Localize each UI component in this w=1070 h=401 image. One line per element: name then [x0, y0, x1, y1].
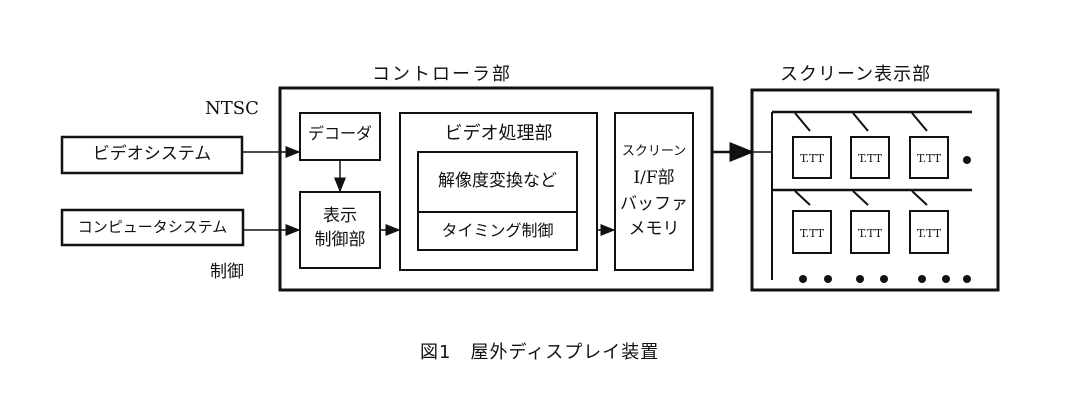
continuation-dots — [799, 156, 971, 283]
figure-caption: 図1 屋外ディスプレイ装置 — [420, 342, 660, 363]
screen-if-label-3: バッファ — [620, 194, 688, 214]
screen-if-box — [614, 112, 694, 271]
resolution-conversion-label: 解像度変換など — [438, 171, 557, 191]
video-system-label: ビデオシステム — [92, 144, 212, 164]
screen-if-label-4: メモリ — [628, 219, 680, 239]
ntsc-label: NTSC — [205, 98, 259, 119]
display-control-label-1: 表示 — [323, 206, 357, 226]
module-label: T.TT — [799, 152, 825, 165]
controller-title: コントローラ部 — [372, 64, 512, 85]
video-system-box — [60, 135, 244, 175]
timing-control-label: タイミング制御 — [441, 221, 554, 240]
video-processing-title: ビデオ処理部 — [444, 123, 553, 144]
decoder-label: デコーダ — [307, 124, 372, 143]
computer-system-label: コンピュータシステム — [77, 218, 228, 236]
module-label: T.TT — [916, 152, 942, 165]
module-label: T.TT — [799, 227, 825, 240]
video-processing-inner-box — [417, 151, 578, 251]
screen-if-label-1: スクリーン — [621, 144, 687, 159]
control-label: 制御 — [210, 262, 244, 282]
module-label: T.TT — [916, 227, 942, 240]
controller-box — [278, 86, 714, 292]
display-control-label-2: 制御部 — [314, 230, 366, 250]
screen-display-box — [750, 88, 1000, 292]
video-processing-box — [399, 112, 598, 271]
module-label: T.TT — [857, 152, 883, 165]
computer-system-box — [60, 208, 245, 247]
module-label: T.TT — [857, 227, 883, 240]
screen-display-title: スクリーン表示部 — [780, 64, 932, 85]
screen-if-label-2: I/F部 — [633, 168, 675, 188]
